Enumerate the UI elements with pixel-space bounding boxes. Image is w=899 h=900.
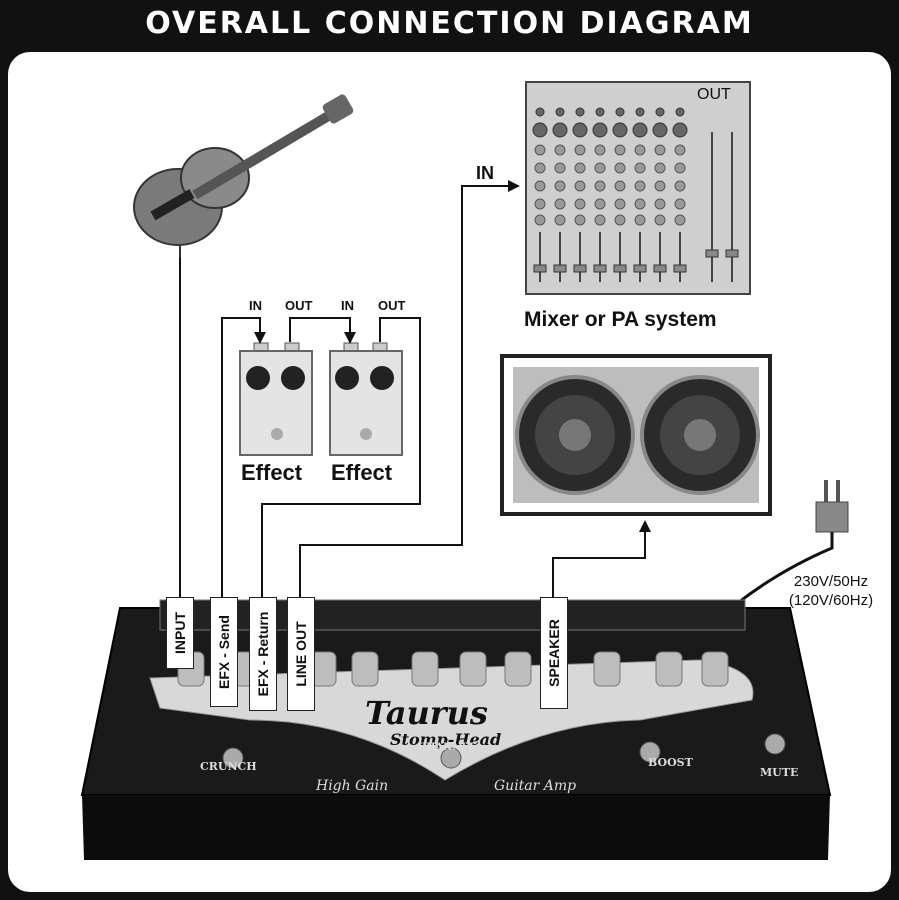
jack-label-speaker: SPEAKER <box>540 597 568 709</box>
mixer-in-label: IN <box>476 163 494 183</box>
speaker-cabinet-icon <box>500 354 772 516</box>
mixer-out-label: OUT <box>697 86 731 103</box>
effect-1-caption: Effect <box>241 460 303 485</box>
switch-label-mute: MUTE <box>760 766 799 779</box>
jack-label-efx-return: EFX - Return <box>249 597 277 711</box>
effect-1-out-label: OUT <box>285 298 313 313</box>
effect-1-in-label: IN <box>249 298 262 313</box>
amp-model: Stomp-Head <box>390 730 502 749</box>
switch-label-channel: CHANNEL <box>418 742 477 753</box>
cable-effect-out-to-return <box>261 317 421 600</box>
amp-brand: Taurus <box>365 694 488 732</box>
cable-speaker-out-to-cab <box>552 530 646 600</box>
arrow-heads <box>254 180 651 532</box>
mixer-caption: Mixer or PA system <box>524 308 717 331</box>
mixer-icon <box>525 81 751 295</box>
jack-label-efx-send: EFX - Send <box>210 597 238 707</box>
effect-2-out-label: OUT <box>378 298 406 313</box>
cable-effect-to-effect <box>289 317 351 342</box>
diagram-title: OVERALL CONNECTION DIAGRAM <box>145 6 754 41</box>
effect-pedal-2-icon <box>329 342 403 456</box>
jack-label-input: INPUT <box>166 597 194 669</box>
effect-2-in-label: IN <box>341 298 354 313</box>
cable-send-to-effect-in <box>221 317 261 600</box>
amp-tagline-left: High Gain <box>316 778 389 794</box>
effect-2-caption: Effect <box>331 460 393 485</box>
power-spec-line-2: (120V/60Hz) <box>788 592 874 609</box>
power-spec-line-1: 230V/50Hz <box>793 573 869 590</box>
guitar-icon <box>133 94 354 260</box>
cable-lineout-to-mixer <box>299 185 512 600</box>
power-spec: 230V/50Hz (120V/60Hz) <box>772 572 890 610</box>
connection-cables <box>179 185 646 600</box>
switch-label-crunch: CRUNCH <box>200 760 257 773</box>
power-plug-icon <box>734 480 849 607</box>
effect-pedal-1-icon <box>239 342 313 456</box>
amp-tagline-right: Guitar Amp <box>494 778 577 794</box>
jack-label-line-out: LINE OUT <box>287 597 315 711</box>
switch-label-boost: BOOST <box>648 756 693 769</box>
